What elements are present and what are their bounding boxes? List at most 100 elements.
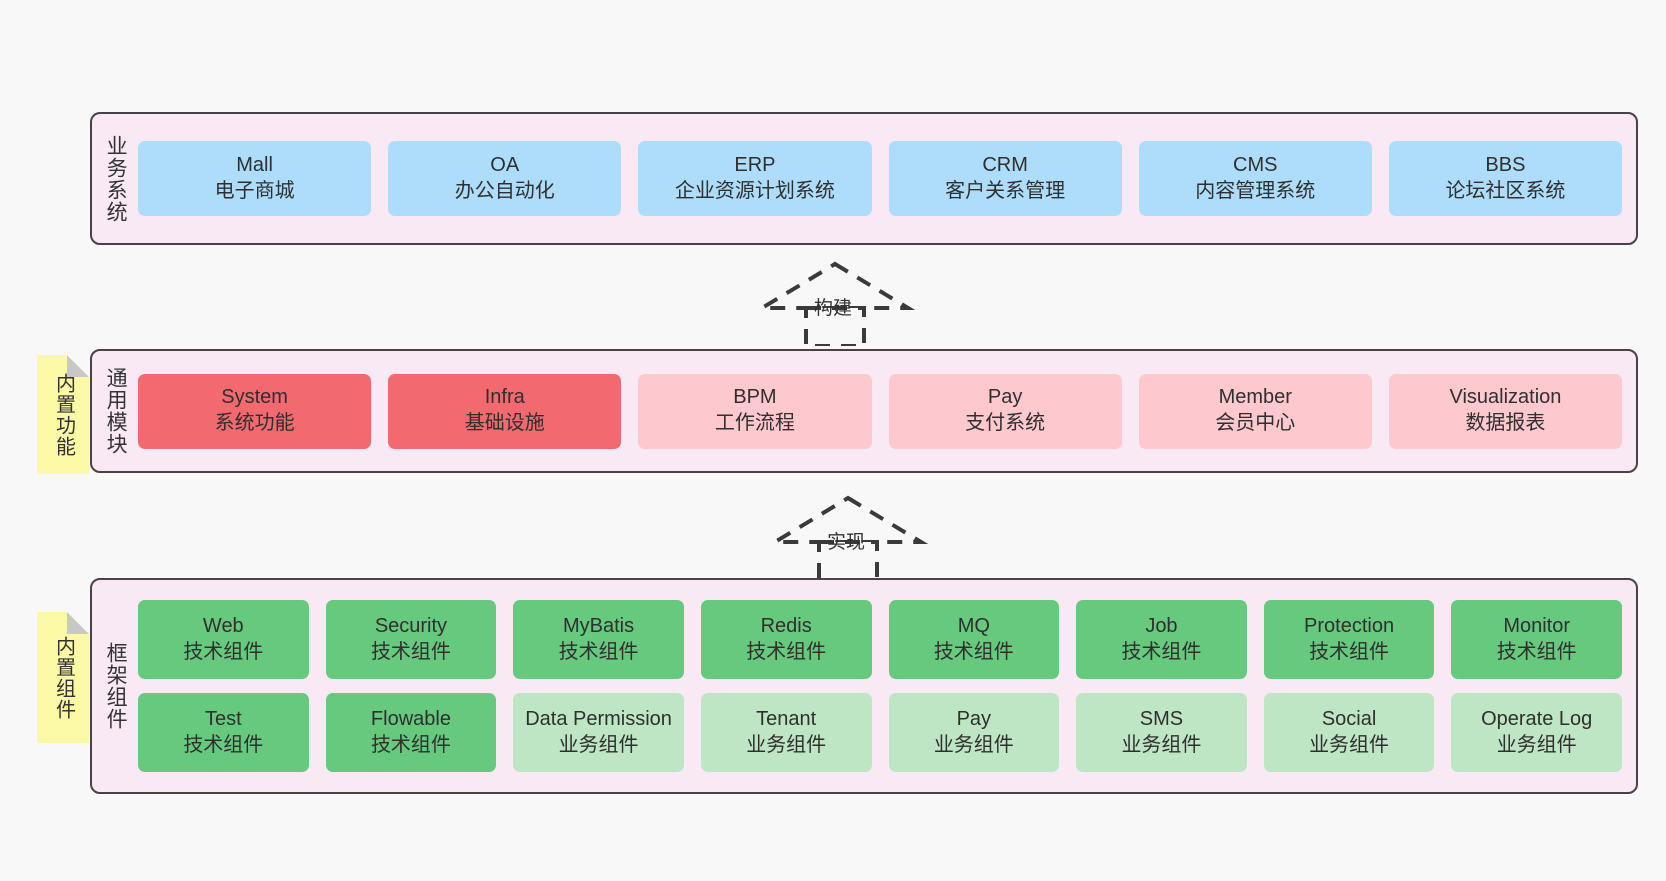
card-subtitle: 会员中心 [1215, 412, 1296, 434]
card-title: CMS [1233, 153, 1278, 176]
card-protection[interactable]: Protection 技术组件 [1263, 600, 1435, 679]
card-cms[interactable]: CMS 内容管理系统 [1138, 141, 1372, 216]
card-mall[interactable]: Mall 电子商城 [138, 141, 372, 216]
card-subtitle: 数据报表 [1465, 412, 1546, 434]
layer-body-business-systems: Mall 电子商城 OA 办公自动化 ERP 企业资源计划系统 CRM 客户关系… [138, 114, 1636, 243]
card-title: Pay [987, 386, 1023, 409]
card-title: Security [374, 614, 448, 637]
folded-corner-icon [67, 355, 89, 377]
card-member[interactable]: Member 会员中心 [1138, 373, 1372, 449]
card-title: BBS [1485, 153, 1526, 176]
card-title: Redis [760, 614, 812, 637]
card-mq[interactable]: MQ 技术组件 [888, 600, 1060, 679]
note-builtin-function: 内置功能 [37, 355, 89, 474]
layer-business-systems: 业务系统 Mall 电子商城 OA 办公自动化 ERP 企业资源计划系统 CRM… [90, 112, 1638, 245]
card-subtitle: 技术组件 [370, 733, 451, 756]
card-erp[interactable]: ERP 企业资源计划系统 [638, 141, 872, 216]
card-subtitle: 企业资源计划系统 [674, 179, 835, 202]
card-bpm[interactable]: BPM 工作流程 [638, 373, 872, 449]
card-redis[interactable]: Redis 技术组件 [700, 600, 872, 679]
card-subtitle: 技术组件 [183, 640, 264, 663]
card-row: Mall 电子商城 OA 办公自动化 ERP 企业资源计划系统 CRM 客户关系… [138, 141, 1623, 216]
card-pay[interactable]: Pay 支付系统 [888, 373, 1122, 449]
card-title: Infra [484, 386, 525, 409]
card-subtitle: 业务组件 [1496, 733, 1577, 756]
card-web[interactable]: Web 技术组件 [138, 600, 309, 679]
card-title: Data Permission [525, 707, 672, 730]
note-label: 内置组件 [52, 635, 75, 720]
card-title: MQ [957, 614, 990, 637]
card-data-permission[interactable]: Data Permission 业务组件 [513, 693, 684, 772]
card-title: OA [490, 153, 520, 176]
card-system[interactable]: System 系统功能 [138, 373, 372, 449]
card-subtitle: 技术组件 [933, 640, 1014, 663]
card-test[interactable]: Test 技术组件 [138, 693, 309, 772]
card-flowable[interactable]: Flowable 技术组件 [325, 693, 497, 772]
note-builtin-component: 内置组件 [37, 612, 89, 743]
card-title: Member [1218, 386, 1292, 409]
card-subtitle: 客户关系管理 [945, 179, 1066, 202]
card-bbs[interactable]: BBS 论坛社区系统 [1388, 141, 1623, 216]
card-row: System 系统功能 Infra 基础设施 BPM 工作流程 Pay 支付系统… [138, 373, 1623, 449]
dashed-generalization-arrow-icon [767, 495, 929, 582]
card-monitor[interactable]: Monitor 技术组件 [1451, 600, 1622, 679]
card-oa[interactable]: OA 办公自动化 [388, 141, 622, 216]
card-row: Web 技术组件 Security 技术组件 MyBatis 技术组件 Redi… [138, 600, 1622, 679]
card-subtitle: 技术组件 [1309, 640, 1390, 663]
card-subtitle: 业务组件 [558, 733, 639, 756]
card-subtitle: 系统功能 [214, 412, 295, 434]
card-subtitle: 电子商城 [214, 179, 295, 202]
card-subtitle: 技术组件 [370, 640, 451, 663]
card-subtitle: 技术组件 [1496, 640, 1577, 663]
card-title: Social [1321, 707, 1377, 730]
card-title: Monitor [1503, 614, 1571, 637]
card-subtitle: 业务组件 [1121, 733, 1202, 756]
arrow-label-build: 构建 [814, 298, 853, 319]
card-subtitle: 技术组件 [746, 640, 827, 663]
layer-common-modules: 通用模块 System 系统功能 Infra 基础设施 BPM 工作流程 Pay… [90, 349, 1638, 473]
card-title: Visualization [1449, 386, 1562, 409]
card-title: Mall [236, 153, 273, 176]
card-operate-log[interactable]: Operate Log 业务组件 [1451, 693, 1622, 772]
card-title: Job [1145, 614, 1178, 637]
card-title: CRM [982, 153, 1028, 176]
card-subtitle: 业务组件 [933, 733, 1014, 756]
layer-body-common-modules: System 系统功能 Infra 基础设施 BPM 工作流程 Pay 支付系统… [138, 351, 1636, 471]
note-label: 内置功能 [52, 372, 75, 457]
card-subtitle: 技术组件 [183, 733, 264, 756]
card-title: MyBatis [563, 614, 635, 637]
card-row: Test 技术组件 Flowable 技术组件 Data Permission … [138, 693, 1622, 772]
card-sms[interactable]: SMS 业务组件 [1076, 693, 1247, 772]
card-subtitle: 办公自动化 [454, 179, 555, 202]
card-title: Operate Log [1481, 707, 1593, 730]
layer-body-framework-components: Web 技术组件 Security 技术组件 MyBatis 技术组件 Redi… [138, 580, 1636, 792]
card-infra[interactable]: Infra 基础设施 [388, 373, 622, 449]
card-subtitle: 业务组件 [1309, 733, 1390, 756]
card-title: Flowable [370, 707, 451, 730]
folded-corner-icon [67, 612, 89, 634]
arrow-label-implement: 实现 [827, 532, 866, 553]
layer-title-framework-components: 框架组件 [104, 642, 128, 730]
card-crm[interactable]: CRM 客户关系管理 [888, 141, 1122, 216]
card-title: Pay [956, 707, 992, 730]
card-subtitle: 业务组件 [746, 733, 827, 756]
card-subtitle: 技术组件 [1121, 640, 1202, 663]
card-tenant[interactable]: Tenant 业务组件 [700, 693, 872, 772]
card-title: Web [202, 614, 244, 637]
card-title: BPM [733, 386, 777, 409]
card-social[interactable]: Social 业务组件 [1263, 693, 1435, 772]
card-subtitle: 工作流程 [714, 412, 795, 434]
card-visualization[interactable]: Visualization 数据报表 [1388, 373, 1623, 449]
card-title: Protection [1304, 614, 1395, 637]
card-subtitle: 基础设施 [464, 412, 545, 434]
card-job[interactable]: Job 技术组件 [1076, 600, 1247, 679]
card-title: SMS [1139, 707, 1184, 730]
card-title: ERP [734, 153, 776, 176]
card-pay-component[interactable]: Pay 业务组件 [888, 693, 1060, 772]
card-subtitle: 论坛社区系统 [1445, 179, 1566, 202]
layer-title-business-systems: 业务系统 [104, 134, 128, 223]
card-mybatis[interactable]: MyBatis 技术组件 [513, 600, 684, 679]
card-subtitle: 支付系统 [965, 412, 1046, 434]
card-security[interactable]: Security 技术组件 [325, 600, 497, 679]
